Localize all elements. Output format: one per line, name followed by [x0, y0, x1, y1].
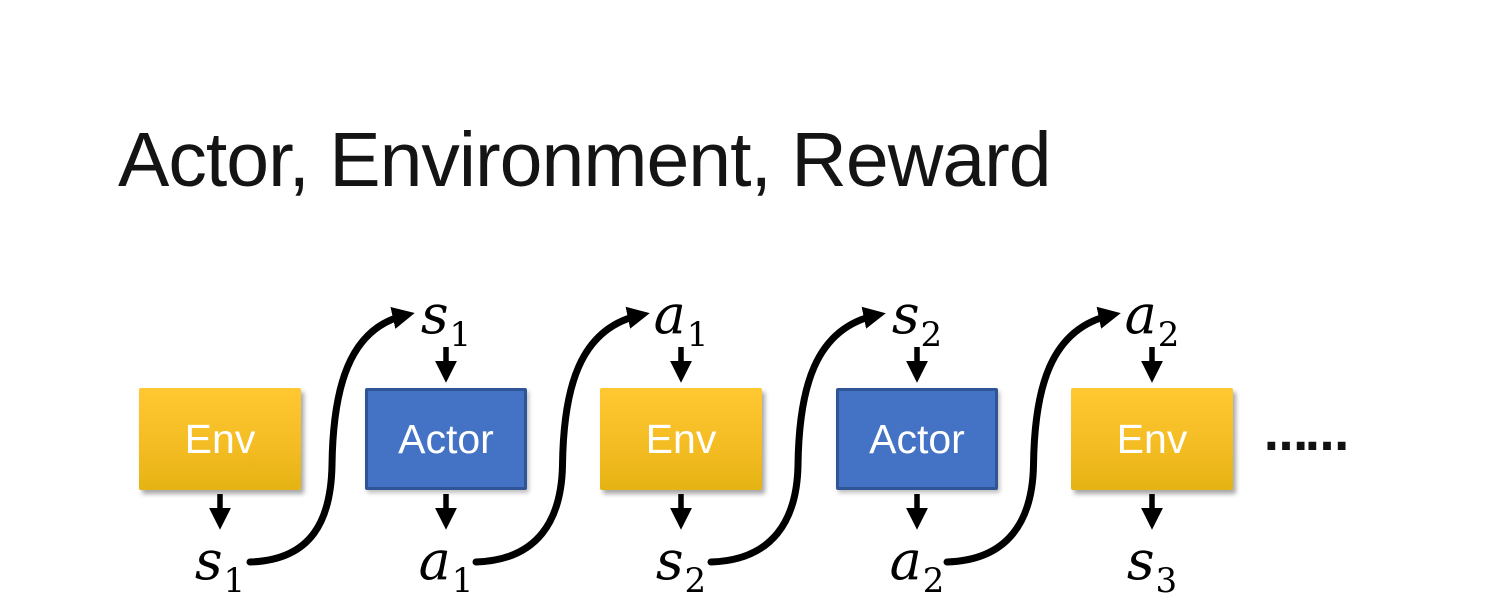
- actor-box-2: Actor: [365, 388, 527, 490]
- bottom-label-a2: a2: [890, 534, 945, 599]
- top-label-a2: a2: [1125, 288, 1180, 353]
- top-label-s1: s1: [421, 288, 471, 353]
- symbol-subscript: 2: [1157, 315, 1180, 355]
- symbol-subscript: 3: [1155, 561, 1178, 601]
- symbol-subscript: 2: [922, 561, 945, 601]
- env-box-label: Env: [184, 415, 256, 462]
- slide-title: Actor, Environment, Reward: [118, 117, 1052, 203]
- actor-box-4: Actor: [836, 388, 998, 490]
- env-box-5: Env: [1071, 388, 1233, 490]
- symbol-base: a: [889, 529, 922, 592]
- symbol-subscript: 2: [684, 561, 707, 601]
- bottom-label-s1: s1: [195, 534, 245, 599]
- env-box-1: Env: [139, 388, 301, 490]
- symbol-base: s: [891, 283, 920, 346]
- actor-box-label: Actor: [869, 415, 965, 462]
- bottom-label-a1: a1: [419, 534, 474, 599]
- symbol-base: a: [418, 529, 451, 592]
- symbol-base: a: [1124, 283, 1157, 346]
- symbol-subscript: 1: [449, 315, 472, 355]
- symbol-base: a: [653, 283, 686, 346]
- bottom-label-s3: s3: [1127, 534, 1177, 599]
- symbol-subscript: 1: [451, 561, 474, 601]
- continuation-ellipsis: ……: [1264, 410, 1349, 461]
- env-box-label: Env: [1116, 415, 1188, 462]
- symbol-base: s: [420, 283, 449, 346]
- env-box-label: Env: [645, 415, 717, 462]
- symbol-subscript: 1: [686, 315, 709, 355]
- symbol-base: s: [1126, 529, 1155, 592]
- symbol-base: s: [194, 529, 223, 592]
- symbol-base: s: [655, 529, 684, 592]
- symbol-subscript: 1: [223, 561, 246, 601]
- top-label-a1: a1: [654, 288, 709, 353]
- symbol-subscript: 2: [920, 315, 943, 355]
- env-box-3: Env: [600, 388, 762, 490]
- actor-box-label: Actor: [398, 415, 494, 462]
- bottom-label-s2: s2: [656, 534, 706, 599]
- top-label-s2: s2: [892, 288, 942, 353]
